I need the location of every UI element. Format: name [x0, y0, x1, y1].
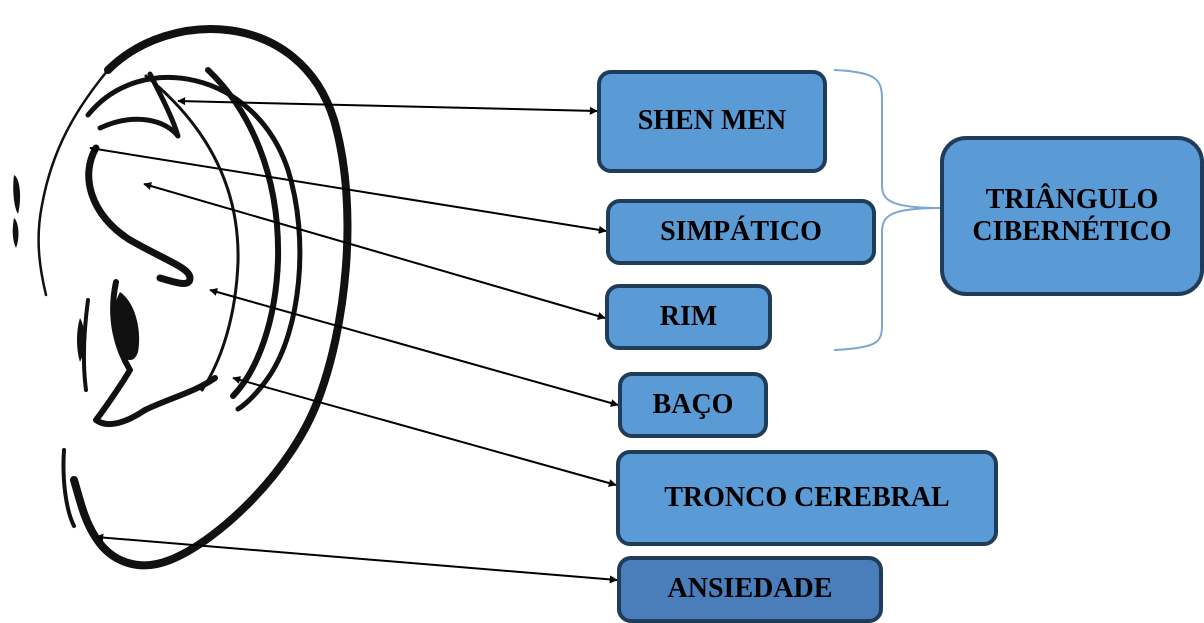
- rim-label: RIM: [605, 284, 772, 350]
- ear-illustration: [37, 25, 352, 570]
- ear-front-outline: [37, 68, 110, 297]
- baco-label: BAÇO: [618, 372, 768, 438]
- ear-triangular-fossa: [97, 71, 181, 139]
- arrow-ansiedade: [95, 533, 618, 584]
- ansiedade-label: ANSIEDADE: [617, 556, 883, 623]
- arrow-tronco-cerebral: [232, 376, 617, 487]
- ear-lobe-outline: [61, 448, 76, 528]
- ear-mark-2: [12, 218, 19, 248]
- ear-antitragus: [93, 279, 218, 428]
- group-label-line-1: TRIÂNGULO: [985, 183, 1159, 215]
- ear-mark-3: [77, 318, 85, 362]
- arrows: [89, 97, 619, 584]
- ear-tragus-curve: [81, 298, 90, 392]
- tronco-cerebral-label: TRONCO CEREBRAL: [616, 450, 998, 546]
- ear-mark-1: [13, 175, 21, 214]
- triangulo-cibernetico-label: TRIÂNGULO CIBERNÉTICO: [940, 136, 1204, 296]
- ear-filled-shapes: [12, 175, 140, 362]
- arrow-shen-men: [177, 97, 598, 115]
- shen-men-label: SHEN MEN: [597, 70, 827, 173]
- ear-canal-shape: [113, 292, 140, 361]
- arrow-rim: [143, 182, 606, 320]
- group-label-line-2: CIBERNÉTICO: [972, 216, 1172, 247]
- ear-antihelix-inner: [205, 67, 282, 399]
- simpatico-label: SIMPÁTICO: [606, 199, 876, 265]
- ear-concha-curve: [85, 144, 194, 287]
